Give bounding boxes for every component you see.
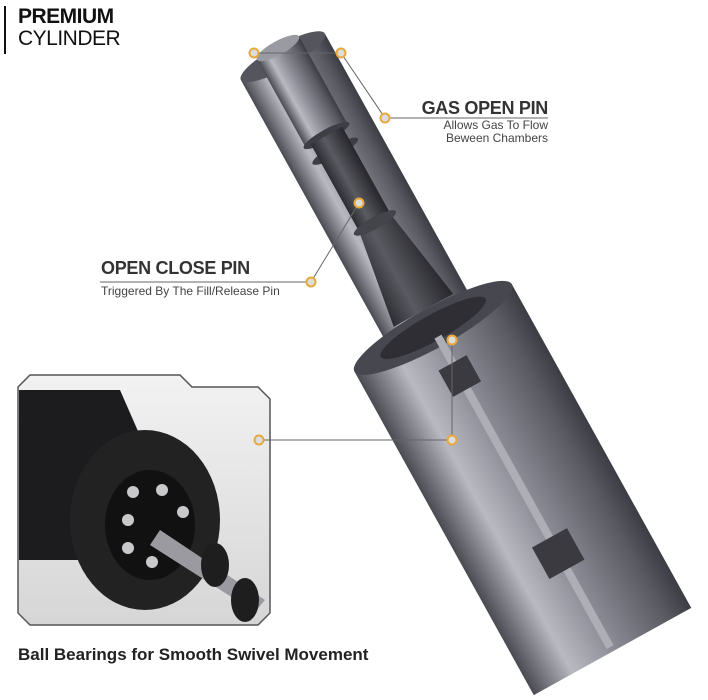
callout-subtext: Beween Chambers xyxy=(445,131,548,145)
callout-dot xyxy=(379,112,391,124)
callout-dot xyxy=(248,47,260,59)
title-accent-bar xyxy=(4,6,6,54)
title-line-2: CYLINDER xyxy=(18,27,121,50)
callout-open-close-pin: OPEN CLOSE PIN Triggered By The Fill/Rel… xyxy=(101,258,280,298)
callout-dot xyxy=(253,434,265,446)
callout-dot xyxy=(446,434,458,446)
callout-dot xyxy=(353,197,365,209)
callout-subtext: Triggered By The Fill/Release Pin xyxy=(101,284,280,298)
ball-bearing-image xyxy=(19,390,265,622)
callout-dot xyxy=(335,47,347,59)
page-title: PREMIUM CYLINDER xyxy=(18,5,121,50)
callout-heading: OPEN CLOSE PIN xyxy=(101,258,250,278)
callout-heading: GAS OPEN PIN xyxy=(421,98,549,118)
gas-cylinder xyxy=(240,31,692,696)
inset-caption: Ball Bearings for Smooth Swivel Movement xyxy=(18,645,369,664)
callout-gas-open-pin: GAS OPEN PIN Allows Gas To Flow Beween C… xyxy=(421,98,549,145)
callout-subtext: Allows Gas To Flow xyxy=(443,118,548,132)
title-line-1: PREMIUM xyxy=(18,5,114,28)
callout-dot xyxy=(305,276,317,288)
callout-dot xyxy=(446,334,458,346)
